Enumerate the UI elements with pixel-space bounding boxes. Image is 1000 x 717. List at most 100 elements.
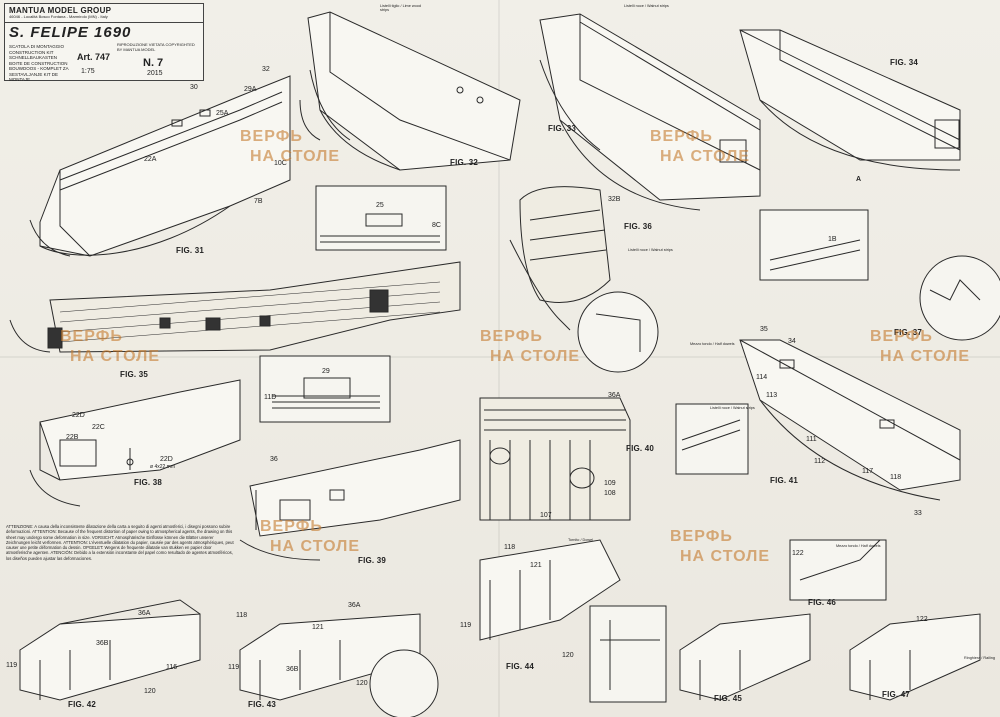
part-label: 116 (166, 664, 178, 671)
part-label: 118 (504, 544, 516, 551)
detail-29-box (259, 355, 391, 423)
part-label: 121 (312, 624, 324, 631)
note-half-dowels: Mezzo tondo / Half dowels (690, 342, 735, 346)
part-label: 10C (274, 160, 287, 167)
part-label: 36A (348, 602, 361, 609)
part-label: 35 (760, 326, 768, 333)
fig-31-label: FIG. 31 (176, 246, 205, 255)
title-block: MANTUA MODEL GROUP 46046 - Località Bosc… (4, 3, 204, 82)
part-label: 25A (216, 110, 229, 117)
fig-40-label: FIG. 40 (626, 444, 655, 453)
brand-name: MANTUA MODEL GROUP (9, 6, 112, 15)
part-label: 1B (828, 236, 837, 243)
fig37-drawing (759, 209, 1000, 341)
part-label: 122 (916, 616, 928, 623)
part-label: 22D (160, 456, 173, 463)
kit-label: SCATOLA DI MONTAGGIO CONSTRUCTION KIT SC… (9, 44, 69, 82)
part-label: 122 (792, 550, 804, 557)
part-label: 118 (236, 612, 248, 619)
fig38-drawing (29, 379, 241, 507)
part-label: 114 (756, 374, 768, 381)
note-turned-dowel: Tornito / Dowel (568, 538, 594, 542)
fig-32-label: FIG. 32 (450, 158, 479, 167)
part-label: 22B (66, 434, 79, 441)
part-label: 120 (562, 652, 574, 659)
note-lime-strips: Listelli tiglio / Lime wood strips (380, 4, 421, 13)
reproduction-notice: RIPRODUZIONE VIETATA COPYRIGHTED BY MANT… (117, 42, 195, 52)
fig36-stern-drawing (509, 186, 659, 373)
part-label: 120 (144, 688, 156, 695)
fig-42-label: FIG. 42 (68, 700, 97, 709)
distortion-warning: ATTENZIONE: A causa della inconsistente … (6, 524, 234, 561)
part-label: 29 (322, 368, 330, 375)
scale-value: 1:75 (81, 68, 95, 75)
part-label: 33 (914, 510, 922, 517)
part-label: 36B (286, 666, 299, 673)
fig-39-label: FIG. 39 (358, 556, 387, 565)
fig35-deck-drawing (9, 261, 461, 353)
note-walnut-strips-2: Listelli noce / Walnut strips (628, 248, 673, 252)
part-label: 32B (608, 196, 621, 203)
part-label: 36B (96, 640, 109, 647)
part-label: 7B (254, 198, 263, 205)
fig-36-label: FIG. 36 (624, 222, 653, 231)
part-label: 107 (540, 512, 552, 519)
fig40-drawing (479, 397, 631, 521)
fig-35-label: FIG. 35 (120, 370, 149, 379)
part-label: 120 (356, 680, 368, 687)
fig-38-label: FIG. 38 (134, 478, 163, 487)
part-label: A (856, 176, 862, 183)
part-label: 117 (862, 468, 874, 475)
note-half-dowels-2: Mezzo tondo / Half dowels (836, 544, 881, 548)
article-number: Art. 747 (77, 52, 111, 62)
part-label: 36 (270, 456, 278, 463)
fig-41-label: FIG. 41 (770, 476, 799, 485)
fold-crease-horizontal (0, 356, 1000, 358)
fig44-drawing (479, 539, 667, 703)
part-label: 109 (604, 480, 616, 487)
fig33-hull-drawing (539, 13, 761, 211)
part-label: 11D (264, 394, 277, 401)
note-railing: Ringhiera / Railing (964, 656, 996, 660)
fig-34-label: FIG. 34 (890, 58, 919, 67)
part-label: 118 (890, 474, 902, 481)
fig-44-label: FIG. 44 (506, 662, 535, 671)
fig-46-label: FIG. 46 (808, 598, 837, 607)
part-label: 8C (432, 222, 441, 229)
fig42-drawing (19, 599, 201, 701)
model-title: S. FELIPE 1690 (9, 24, 132, 41)
brand-address: 46046 - Località Bosco Fontana - Marmiro… (9, 14, 108, 19)
fig35-detail-top (315, 185, 447, 251)
part-label: 22A (144, 156, 157, 163)
part-label: 29A (244, 86, 257, 93)
fig-45-label: FIG. 45 (714, 694, 743, 703)
fig-43-label: FIG. 43 (248, 700, 277, 709)
part-label: 121 (530, 562, 542, 569)
fig45-drawing (679, 613, 811, 701)
part-label: 108 (604, 490, 616, 497)
title-block-header: MANTUA MODEL GROUP 46046 - Località Bosc… (5, 4, 203, 23)
fig46-drawing (789, 539, 887, 601)
sheet-number: N. 7 (143, 57, 164, 69)
part-label: 32 (262, 66, 270, 73)
part-label: 119 (460, 622, 472, 629)
part-label: 111 (806, 436, 817, 443)
part-label: ø 4x22 mm (150, 464, 176, 470)
note-walnut-strips-3: Listelli noce / Walnut strips (710, 406, 755, 410)
part-label: 25 (376, 202, 384, 209)
part-label: 22D (72, 412, 85, 419)
part-label: 36A (608, 392, 621, 399)
fig34-hull-drawing (739, 29, 961, 171)
part-label: 36A (138, 610, 151, 617)
part-label: 119 (228, 664, 240, 671)
fig-37-label: FIG. 37 (894, 328, 923, 337)
part-label: 119 (6, 662, 18, 669)
fig-33-label: FIG. 33 (548, 124, 577, 133)
fig31-hull-drawing (29, 75, 291, 257)
part-label: 30 (190, 84, 198, 91)
fold-crease-vertical (498, 0, 500, 717)
part-label: 22C (92, 424, 105, 431)
fig47-drawing (849, 613, 981, 701)
sheet-year: 2015 (147, 70, 163, 77)
